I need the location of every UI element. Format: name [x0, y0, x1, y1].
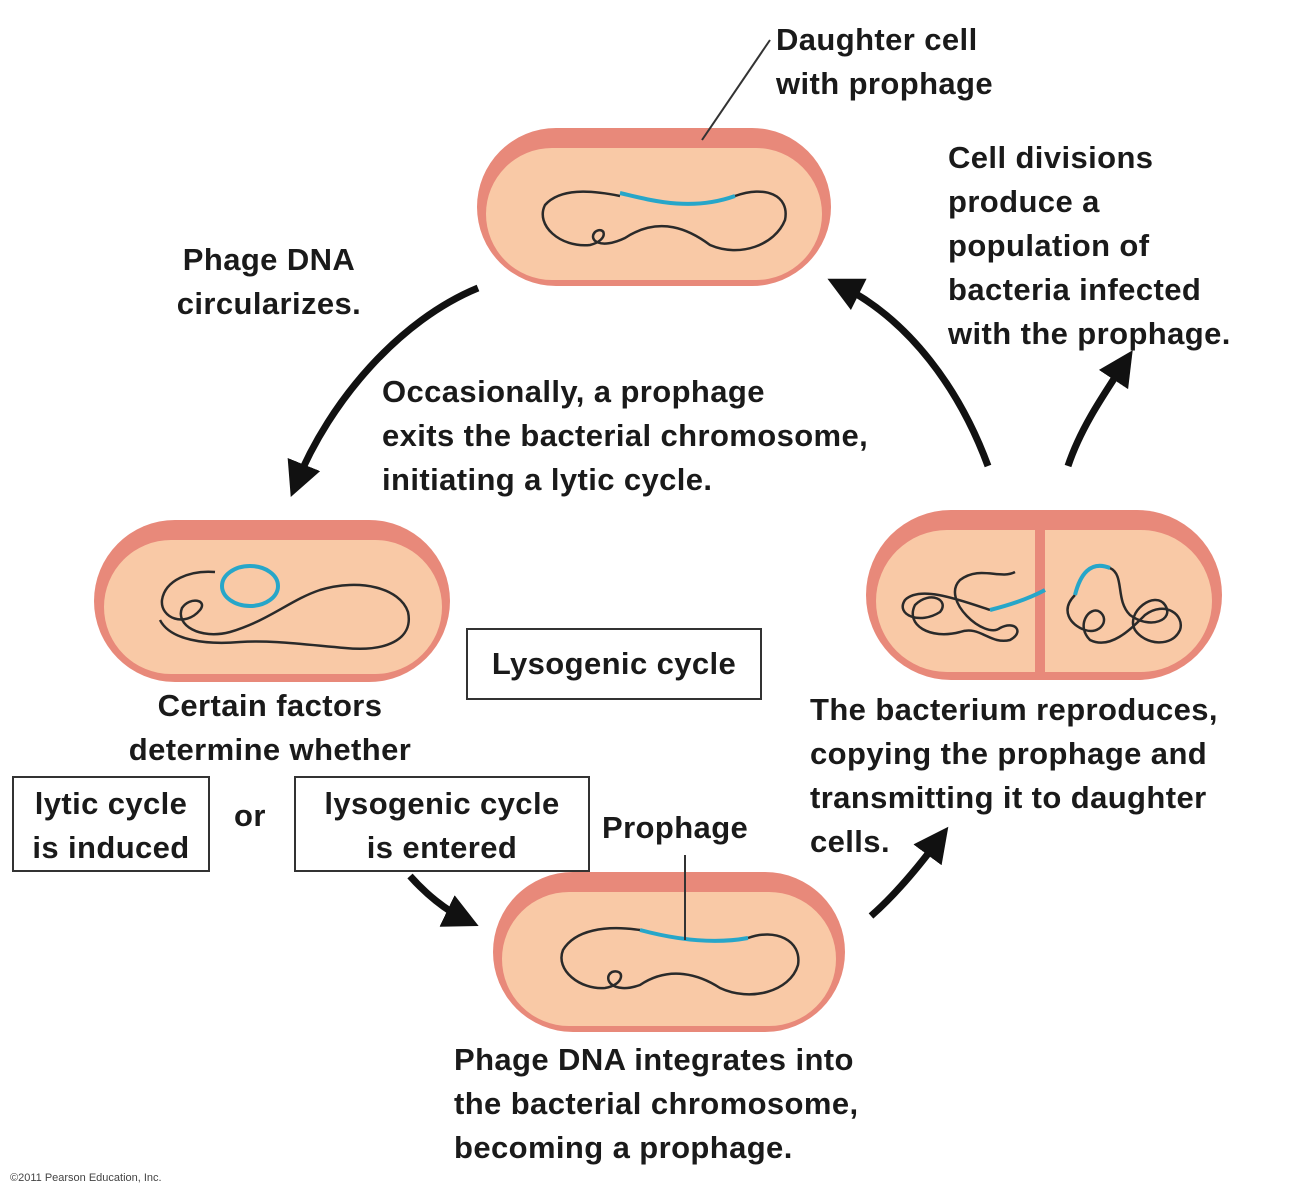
- bottom-cell: [493, 872, 845, 1032]
- left-cell: [94, 520, 450, 682]
- label-cell-divisions: Cell divisions produce a population of b…: [948, 140, 1231, 351]
- label-circularizes: Phage DNA circularizes.: [176, 242, 362, 321]
- daughter-pointer-line: [701, 39, 771, 141]
- box-lysogenic-cycle: Lysogenic cycle: [466, 628, 762, 700]
- arrow-right-up: [1064, 350, 1133, 468]
- left-chromosome: [158, 570, 411, 650]
- label-certain-factors: Certain factors determine whether: [128, 688, 412, 767]
- left-phage-circle: [220, 564, 280, 608]
- arrow-right-to-top: [827, 278, 992, 468]
- right-cell: [866, 510, 1222, 680]
- arrow-bottom-to-right: [868, 826, 949, 919]
- top-prophage: [619, 191, 736, 206]
- arrow-box-to-bottom: [407, 873, 479, 927]
- label-prophage: Prophage: [602, 810, 749, 845]
- right-prophage-right: [1073, 564, 1111, 596]
- label-daughter-cell: Daughter cell with prophage: [776, 22, 994, 101]
- right-prophage-left: [989, 588, 1046, 612]
- label-or: or: [234, 798, 266, 833]
- label-reproduces: The bacterium reproduces, copying the pr…: [810, 692, 1218, 859]
- top-cell: [477, 128, 831, 286]
- bottom-chromosome: [560, 926, 800, 996]
- right-chromosome-left: [901, 570, 1019, 643]
- label-integrates: Phage DNA integrates into the bacterial …: [454, 1042, 859, 1165]
- top-chromosome: [541, 190, 787, 252]
- bottom-prophage: [639, 928, 749, 943]
- box-lysogenic-entered: lysogenic cycle is entered: [294, 776, 590, 872]
- box-lytic-induced: lytic cycle is induced: [12, 776, 210, 872]
- copyright-credit: ©2011 Pearson Education, Inc.: [10, 1172, 162, 1184]
- label-occasionally: Occasionally, a prophage exits the bacte…: [382, 374, 869, 497]
- arrow-top-to-left: [287, 284, 480, 497]
- right-chromosome-right: [1066, 566, 1183, 644]
